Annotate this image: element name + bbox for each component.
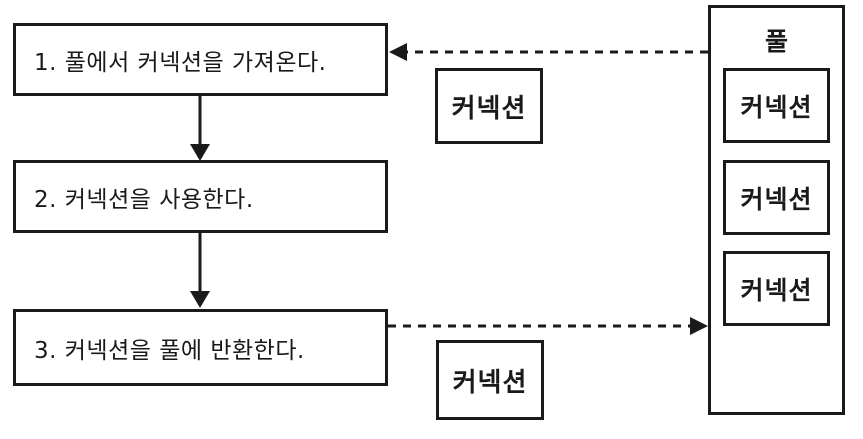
pool-connection-box-3: 커넥션 [723, 251, 830, 326]
pool-connection-box-1: 커넥션 [723, 68, 830, 143]
pool-container: 풀 커넥션 커넥션 커넥션 [708, 5, 845, 415]
step-1-box: 1. 풀에서 커넥션을 가져온다. [13, 23, 388, 96]
arrow-step1-to-step2 [190, 95, 210, 161]
arrow-step2-to-step3 [190, 232, 210, 308]
pool-connection-label-2: 커넥션 [740, 184, 813, 214]
pool-connection-label-3: 커넥션 [740, 275, 813, 305]
connection-box-outgoing: 커넥션 [435, 68, 543, 144]
step-3-box: 3. 커넥션을 풀에 반환한다. [13, 309, 388, 386]
step-2-label: 2. 커넥션을 사용한다. [34, 186, 254, 213]
connection-box-outgoing-label: 커넥션 [451, 93, 527, 124]
step-3-label: 3. 커넥션을 풀에 반환한다. [34, 337, 305, 364]
step-2-box: 2. 커넥션을 사용한다. [13, 160, 388, 233]
step-1-label: 1. 풀에서 커넥션을 가져온다. [34, 49, 327, 76]
dashed-arrow-step3-to-pool [388, 317, 708, 335]
pool-connection-box-2: 커넥션 [723, 160, 830, 235]
connection-box-returning-label: 커넥션 [452, 367, 528, 398]
pool-connection-label-1: 커넥션 [740, 92, 813, 122]
connection-box-returning: 커넥션 [436, 340, 544, 420]
pool-title: 풀 [764, 27, 788, 56]
dashed-arrow-pool-to-step1 [389, 43, 708, 61]
